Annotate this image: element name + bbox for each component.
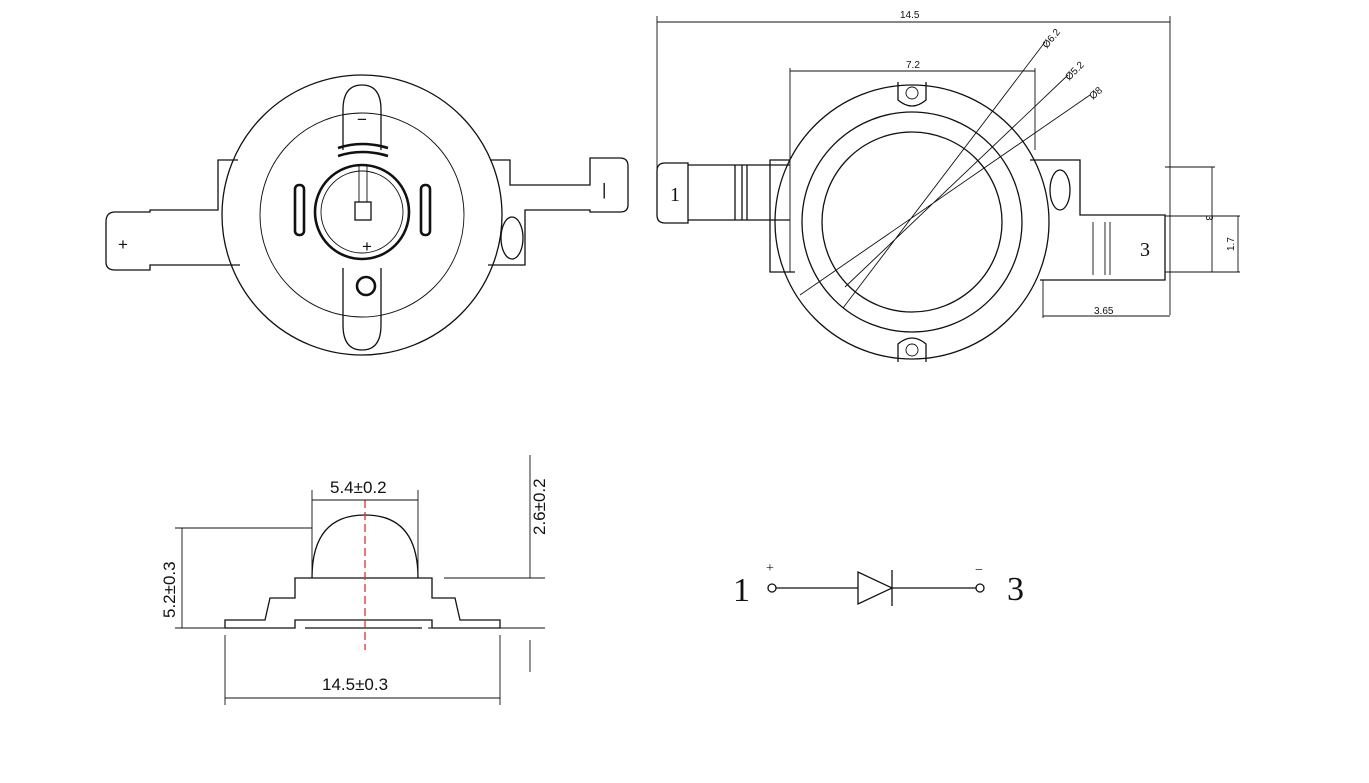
dim-diameter-outer: Ø6.2 [1041,27,1064,51]
side-view: 5.4±0.2 2.6±0.2 5.2±0.3 14.5±0.3 [160,455,549,705]
plus-terminal-label: + [118,235,128,254]
top-view: + | − + [105,74,629,356]
schematic: 1 + − 3 [733,561,1024,609]
schematic-pin-3: 3 [1007,571,1024,608]
dim-tab-height: 3 [1203,215,1214,221]
dim-pin-length: 3.65 [1094,306,1114,317]
minus-terminal-label: | [602,180,606,199]
pin-3-label: 3 [1140,239,1150,261]
dimension-view: 14.5 7.2 1 3 Ø6.2 Ø5.2 Ø8 3 1.7 3.65 [656,10,1240,362]
schematic-minus: − [975,563,983,578]
dim-pin-height: 1.7 [1226,237,1237,251]
dim-diameter-inner: Ø8 [1088,85,1106,102]
dim-diameter-mid: Ø5.2 [1064,60,1087,83]
lens-minus-label: − [357,110,367,129]
dim-body-width: 7.2 [906,60,920,71]
dim-lens-height: 2.6±0.2 [530,478,549,535]
pin-1-label: 1 [670,184,680,206]
dim-total-height: 5.2±0.3 [160,561,179,618]
dim-lens-width: 5.4±0.2 [330,478,387,497]
dim-total-width: 14.5±0.3 [322,675,388,694]
schematic-plus: + [766,561,774,576]
schematic-pin-1: 1 [733,572,750,609]
lens-plus-label: + [362,237,372,256]
dim-overall-width: 14.5 [900,10,920,21]
